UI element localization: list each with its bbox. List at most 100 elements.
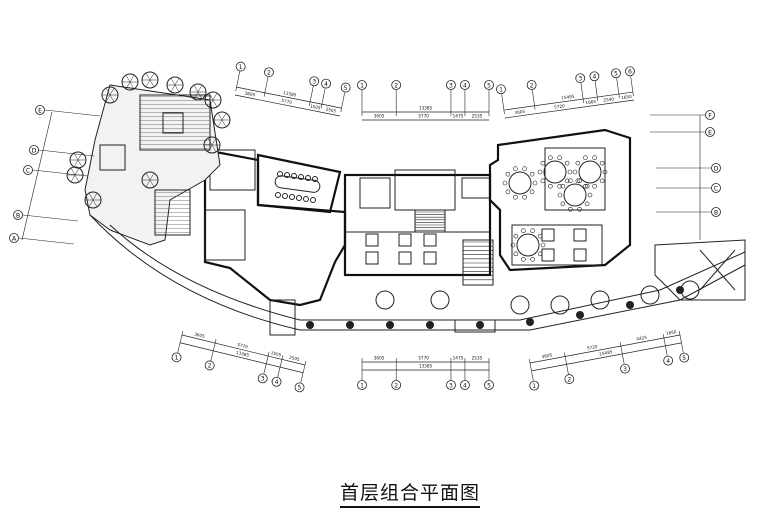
left-wing-walls [203, 148, 347, 307]
shrub-symbol [590, 290, 610, 310]
axis-bubble [13, 210, 23, 220]
middle-block-walls [343, 173, 492, 277]
axis-bubble [294, 382, 305, 393]
dimension-line [21, 111, 53, 241]
chair [537, 169, 543, 175]
axis-label: C [26, 167, 30, 174]
axis-line [501, 94, 505, 115]
square-table [365, 233, 379, 247]
dimension-line-total [236, 86, 342, 109]
axis-bubble [340, 82, 351, 93]
chair [529, 189, 535, 195]
axis-label: E [38, 107, 42, 114]
chair [560, 201, 566, 207]
axis-bubble [357, 80, 367, 90]
dimension-line [181, 334, 306, 366]
chair [282, 193, 288, 199]
dimension-value: 1650 [621, 94, 633, 100]
axis-bubble [321, 78, 331, 89]
axis-label: 1 [360, 82, 364, 89]
wood-deck [139, 94, 211, 151]
tree-branch [193, 91, 199, 100]
axis-bubble [29, 145, 39, 155]
shrub-symbol [375, 290, 395, 310]
right-block-walls [488, 128, 632, 272]
dimension-value: 1475 [453, 114, 464, 119]
tree-branch [221, 112, 227, 121]
chair [584, 183, 590, 189]
axis-bubble [564, 374, 575, 384]
axis-label: B [16, 212, 20, 219]
axis-bubble [204, 360, 215, 371]
chair [505, 171, 511, 177]
walkway-edge-outer [89, 214, 746, 331]
axis-bubble [711, 163, 721, 173]
square-table [423, 251, 437, 265]
chair [298, 174, 304, 180]
axis-bubble [171, 352, 182, 363]
chair [540, 178, 546, 184]
east-terrace [654, 239, 746, 301]
tree-branch [88, 199, 94, 208]
chair [560, 183, 566, 189]
chair [284, 172, 290, 178]
axis-line [177, 331, 184, 353]
axis-bubble [663, 355, 674, 366]
axis-line [580, 83, 584, 104]
axis-line [630, 76, 634, 97]
axis-label: E [708, 129, 712, 136]
axis-label: 5 [487, 82, 491, 89]
dimension-value: 5770 [418, 356, 429, 361]
tree-branch [70, 167, 76, 176]
axis-line [662, 334, 668, 356]
axis-label: 4 [592, 74, 596, 81]
planter-dot [626, 301, 634, 309]
axis-label: C [714, 185, 718, 192]
axis-label: 2 [208, 363, 212, 370]
axis-bubble [235, 61, 246, 72]
tree-branch [105, 87, 111, 96]
axis-label: 1 [499, 87, 503, 94]
chair [522, 166, 527, 172]
tree-branch [125, 81, 131, 90]
axis-line [263, 352, 270, 374]
axis-bubble [446, 380, 456, 390]
planter-dot [386, 321, 394, 329]
chair [513, 233, 519, 239]
tree-branch [88, 192, 94, 201]
tree-branch [92, 192, 98, 201]
square-table [573, 228, 587, 242]
tree-branch [208, 99, 214, 108]
square-table [398, 251, 412, 265]
round-dining-table [543, 160, 567, 184]
chair [583, 155, 588, 161]
axis-line [300, 361, 307, 383]
axis-label: B [714, 209, 718, 216]
chair [530, 256, 535, 262]
tree-branch [73, 152, 79, 161]
chair [592, 155, 597, 161]
planter-dot [526, 318, 534, 326]
axis-bubble [711, 183, 721, 193]
axis-bubble [9, 233, 19, 243]
chair [513, 194, 518, 200]
chair [564, 160, 570, 166]
round-dining-table [563, 183, 587, 207]
vip-room [544, 147, 606, 211]
axis-bubble [711, 207, 721, 217]
tree-branch [74, 167, 80, 176]
entrance-stair [462, 239, 494, 286]
axis-label: 1 [532, 383, 536, 390]
chair [577, 206, 582, 212]
axis-bubble [529, 380, 540, 391]
axis-label: 2 [394, 82, 398, 89]
axis-label: 4 [463, 382, 467, 389]
tree-branch [129, 74, 135, 83]
axis-line [235, 71, 241, 92]
dimension-line-total [531, 342, 682, 372]
tree-branch [170, 77, 176, 86]
axis-label: D [714, 165, 719, 172]
tree-branch [105, 94, 111, 103]
planter-dot [576, 311, 584, 319]
chair [568, 178, 573, 184]
